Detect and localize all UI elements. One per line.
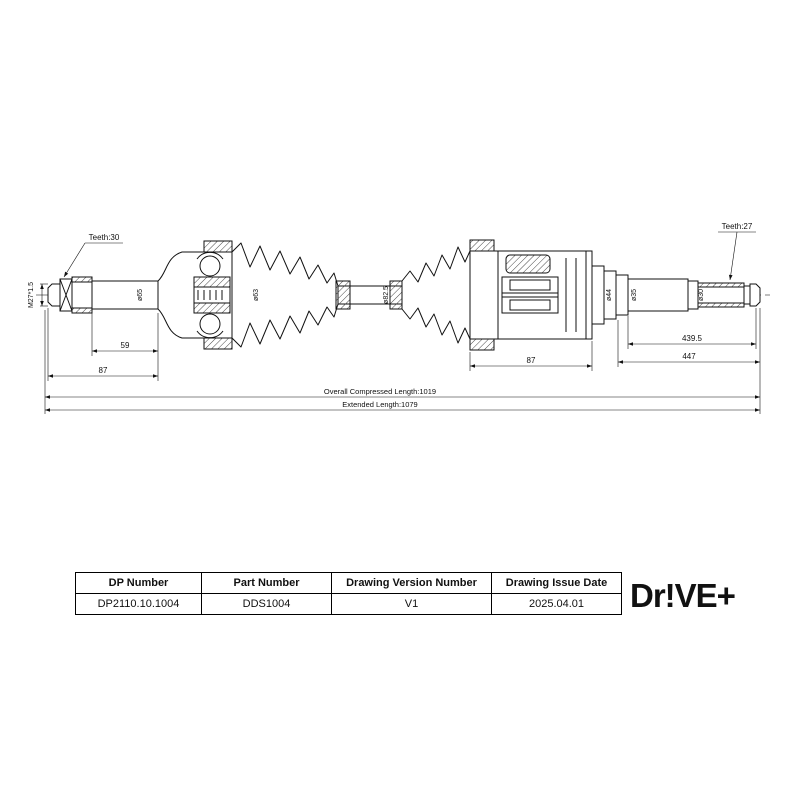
issue-date-value: 2025.04.01 <box>491 593 622 615</box>
shaft-right-end <box>591 265 761 325</box>
teeth-left-label: Teeth:30 <box>89 233 120 242</box>
dim-4395-label: 439.5 <box>682 334 703 343</box>
issue-date-header: Drawing Issue Date <box>491 572 622 594</box>
drawing-labels: Teeth:30 Teeth:27 M27*1.5 ø65 ø63 ø82.5 … <box>28 222 753 409</box>
title-block-value-row: DP2110.10.1004 DDS1004 V1 2025.04.01 <box>75 593 622 615</box>
title-block-table: DP Number Part Number Drawing Version Nu… <box>75 572 622 615</box>
dim-87-right-label: 87 <box>527 356 536 365</box>
axle-technical-drawing: Teeth:30 Teeth:27 M27*1.5 ø65 ø63 ø82.5 … <box>28 222 770 414</box>
outer-cv-joint <box>157 240 239 350</box>
interconnecting-shaft <box>335 280 405 310</box>
extended-label: Extended Length:1079 <box>342 400 417 409</box>
drawing-version-value: V1 <box>331 593 492 615</box>
drawing-version-header: Drawing Version Number <box>331 572 492 594</box>
dia-44-label: ø44 <box>606 289 613 301</box>
dimension-lines <box>40 231 761 414</box>
dia-65-label: ø65 <box>137 289 144 301</box>
brand-logo-svg: Dr!VE+ <box>630 577 736 614</box>
dim-87-left-label: 87 <box>99 366 108 375</box>
dp-number-value: DP2110.10.1004 <box>75 593 202 615</box>
thread-spec-label: M27*1.5 <box>28 282 35 308</box>
outer-boot <box>231 242 339 348</box>
dim-59-label: 59 <box>121 341 130 350</box>
dia-30-label: ø30 <box>698 289 705 301</box>
outer-stub-axle <box>47 276 159 314</box>
brand-logo: Dr!VE+ <box>628 576 788 616</box>
teeth-left-leader <box>63 242 86 278</box>
title-block-header-row: DP Number Part Number Drawing Version Nu… <box>75 572 622 594</box>
teeth-right-leader <box>728 231 738 281</box>
part-number-value: DDS1004 <box>201 593 332 615</box>
inner-boot <box>401 246 471 344</box>
dia-35-label: ø35 <box>631 289 638 301</box>
dia-82-label: ø82.5 <box>383 286 390 304</box>
inner-cv-joint <box>469 239 593 351</box>
teeth-right-label: Teeth:27 <box>722 222 753 231</box>
dp-number-header: DP Number <box>75 572 202 594</box>
brand-logo-text: Dr!VE+ <box>630 577 735 614</box>
overall-compressed-label: Overall Compressed Length:1019 <box>324 387 436 396</box>
part-number-header: Part Number <box>201 572 332 594</box>
dia-63-label: ø63 <box>253 289 260 301</box>
dim-447-label: 447 <box>682 352 696 361</box>
